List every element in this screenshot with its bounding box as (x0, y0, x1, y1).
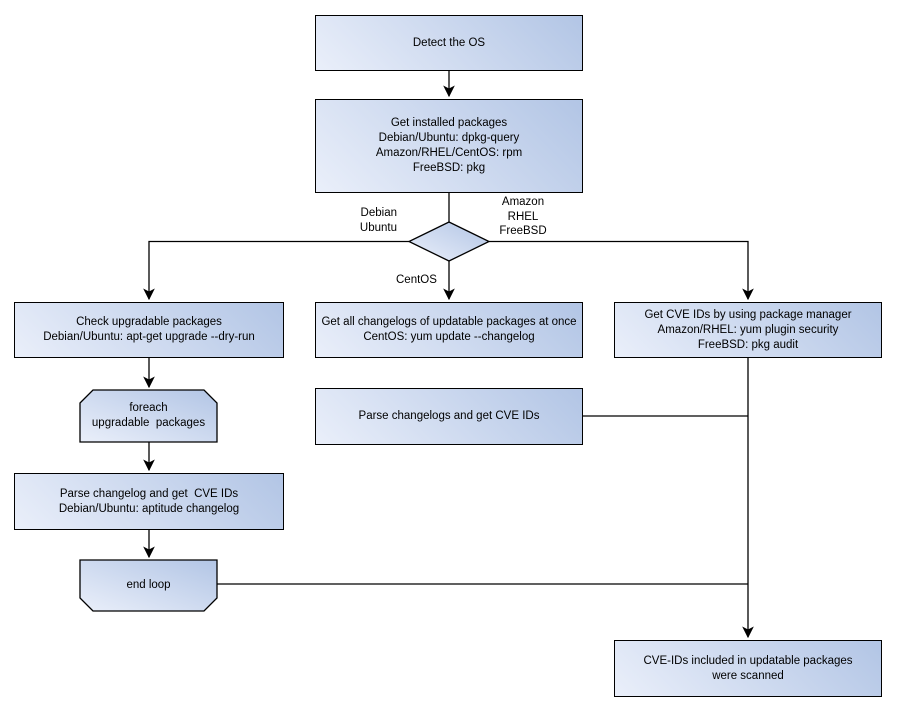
node-get-all-changelogs: Get all changelogs of updatable packages… (315, 302, 583, 358)
node-result-scanned: CVE-IDs included in updatable packages w… (614, 640, 882, 697)
node-parse-changelogs-mid: Parse changelogs and get CVE IDs (315, 388, 583, 445)
foreach-loop-shape (79, 389, 218, 443)
edge-label-amazon-rhel-freebsd: Amazon RHEL FreeBSD (499, 196, 547, 237)
os-decision-diamond (407, 221, 491, 262)
edge-label-centos: CentOS (396, 274, 437, 286)
node-check-upgradable-packages: Check upgradable packages Debian/Ubuntu:… (14, 302, 284, 358)
end-loop-shape (79, 559, 218, 612)
edge-label-debian-ubuntu: Debian Ubuntu (359, 207, 397, 234)
label-end-loop: end loop (126, 579, 171, 591)
connector-decision-to-get-cve-ids (489, 240, 754, 301)
connector-decision-to-check-upgradable (143, 240, 409, 301)
label-foreach-loop: foreach upgradable packages (91, 402, 206, 429)
node-parse-changelog-left: Parse changelog and get CVE IDs Debian/U… (14, 473, 284, 530)
node-get-installed-packages: Get installed packages Debian/Ubuntu: dp… (315, 99, 583, 193)
node-detect-os: Detect the OS (315, 15, 583, 71)
node-get-cve-ids-pkg-manager: Get CVE IDs by using package manager Ama… (614, 302, 882, 358)
